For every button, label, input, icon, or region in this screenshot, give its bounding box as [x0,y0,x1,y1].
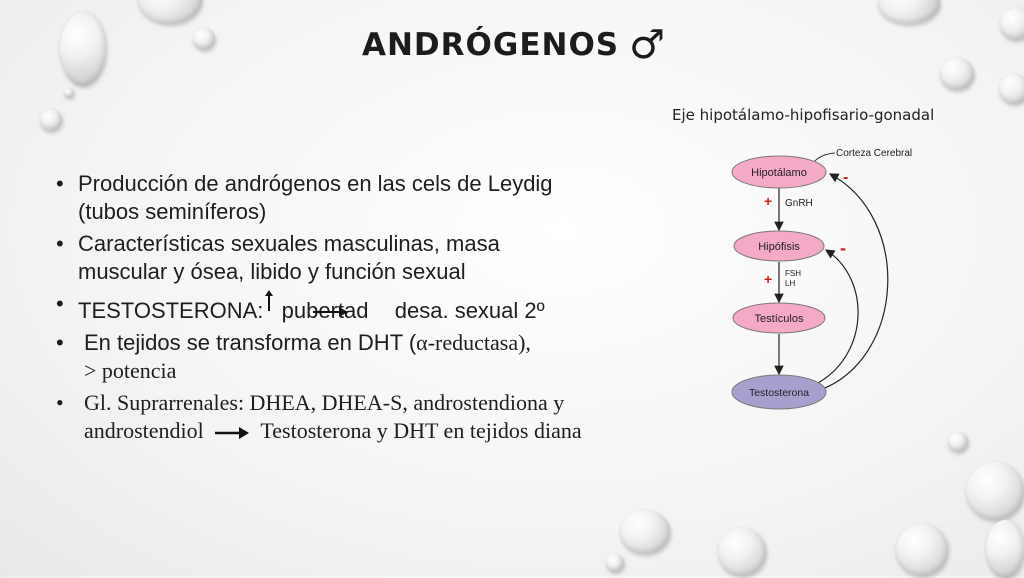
bullet-text: Testosterona y DHT en tejidos diana [260,418,582,443]
up-arrow-icon [264,290,273,311]
bullet-list: Producción de andrógenos en las cels de … [52,170,672,449]
bullet-leydig: Producción de andrógenos en las cels de … [52,170,672,226]
water-drop [1000,8,1024,40]
water-drop [940,58,974,90]
bullet-characteristics: Características sexuales masculinas, mas… [52,230,672,286]
bullet-text: muscular y ósea, libido y función sexual [78,259,466,284]
node-testiculos-label: Testículos [755,313,804,325]
water-drop [606,554,624,572]
node-hipotalamo [731,155,827,189]
bullet-text: > potencia [84,358,177,383]
water-drop [948,432,968,452]
water-drop [620,510,670,554]
right-arrow-icon [312,307,348,318]
bullet-text: Gl. Suprarrenales: DHEA, DHEA-S, androst… [84,390,565,415]
bullet-text: TESTOSTERONA: [78,298,264,323]
hormone-fsh: FSH [785,269,801,278]
node-hipotalamo-label: Hipotálamo [751,167,807,179]
water-drop [878,0,940,24]
water-drop [64,88,74,98]
node-hipofisis-label: Hipófisis [758,241,800,253]
male-symbol-icon: ♂ [629,22,666,68]
water-drop [896,524,948,576]
diagram-caption: Eje hipotálamo-hipofisario-gonadal [672,106,935,124]
minus-sign: - [840,238,846,258]
bullet-text: En tejidos se transforma en DHT ( [84,330,417,355]
slide-title-text: ANDRÓGENOS [362,27,620,63]
bullet-adrenal: Gl. Suprarrenales: DHEA, DHEA-S, androst… [52,389,672,445]
cortex-label: Corteza Cerebral [836,148,912,159]
bullet-text: desa. sexual 2º [394,298,545,323]
water-drop [138,0,202,24]
node-testiculos [732,302,826,334]
right-arrow-icon [215,426,250,439]
water-drop [40,109,62,131]
minus-sign: - [843,169,848,186]
node-hipofisis [733,230,825,262]
slide-title: ANDRÓGENOS♂ [362,22,666,68]
node-testosterona-label: Testosterona [749,387,809,399]
node-testosterona [731,374,827,410]
bullet-dht: En tejidos se transforma en DHT (α-reduc… [52,329,672,385]
hormone-gnrh: GnRH [785,198,813,209]
bullet-testosterone: TESTOSTERONA: pubertad desa. sexual 2º [52,290,672,325]
bullet-text: Producción de andrógenos en las cels de … [78,171,553,196]
bullet-text: α-reductasa), [416,330,531,355]
plus-sign: + [764,193,772,209]
bullet-text: Características sexuales masculinas, mas… [78,231,500,256]
bullet-text: (tubos seminíferos) [78,199,267,224]
water-drop [193,28,215,50]
water-drop [60,12,106,86]
water-drop [999,74,1024,104]
water-drop [718,528,766,576]
feedback-arrow-hipotalamo [819,173,889,391]
bullet-text: androstendiol [84,418,204,443]
hormone-lh: LH [785,279,795,288]
plus-sign: + [764,271,772,287]
hpg-axis-diagram: Corteza Cerebral Hipotálamo Hipófisis Te… [731,148,912,410]
water-drop [986,520,1024,578]
feedback-arrow-hipofisis [817,249,859,384]
water-drop [966,462,1024,520]
